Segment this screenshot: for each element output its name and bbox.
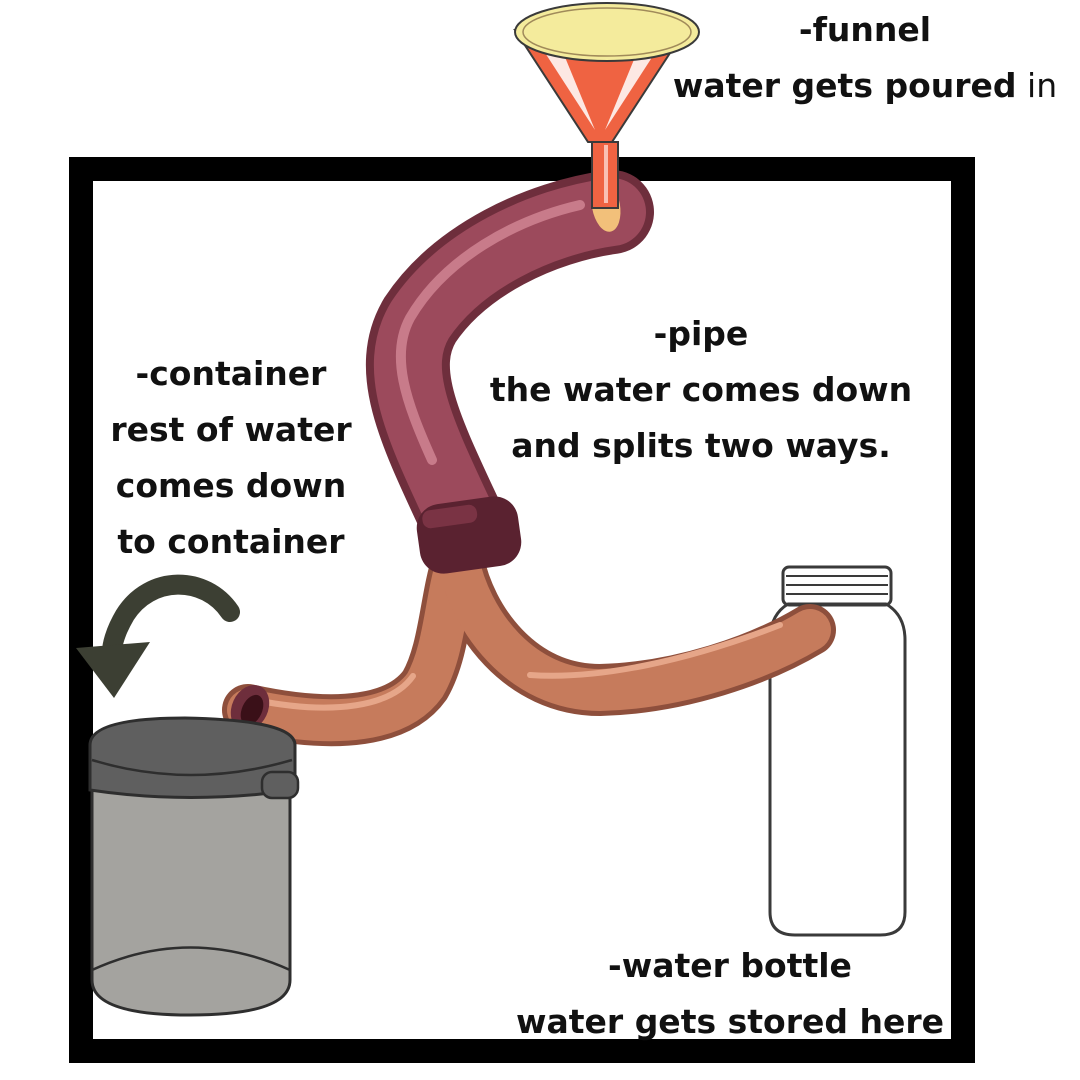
container-lid [88, 716, 297, 799]
container-line-2: comes down [115, 466, 347, 505]
upper-pipe [365, 170, 654, 574]
container [88, 716, 300, 1017]
funnel-rim [514, 2, 700, 62]
curved-arrow-icon [76, 574, 240, 698]
bottle-line-1: water gets stored here [516, 1002, 944, 1041]
container-line-1: rest of water [110, 410, 352, 449]
container-title: -container [135, 354, 327, 393]
funnel [513, 2, 700, 209]
funnel-description: water gets poured in [672, 66, 1058, 105]
pipe-line-2: and splits two ways. [511, 426, 891, 465]
container-body [90, 778, 292, 1017]
pipe-line-1: the water comes down [489, 370, 913, 409]
funnel-title: -funnel [798, 10, 932, 49]
pipe-label: -pipe the water comes down and splits tw… [476, 306, 926, 474]
bottle-title: -water bottle [608, 946, 852, 985]
frame-border [69, 157, 975, 1063]
container-label: -container rest of water comes down to c… [96, 346, 366, 570]
water-bottle-label: -water bottle water gets stored here [505, 938, 955, 1050]
container-line-3: to container [117, 522, 345, 561]
water-bottle [768, 565, 907, 937]
funnel-label: -funnel water gets poured in [664, 2, 1066, 114]
lower-pipe [222, 534, 836, 747]
pipe-title: -pipe [653, 314, 749, 353]
